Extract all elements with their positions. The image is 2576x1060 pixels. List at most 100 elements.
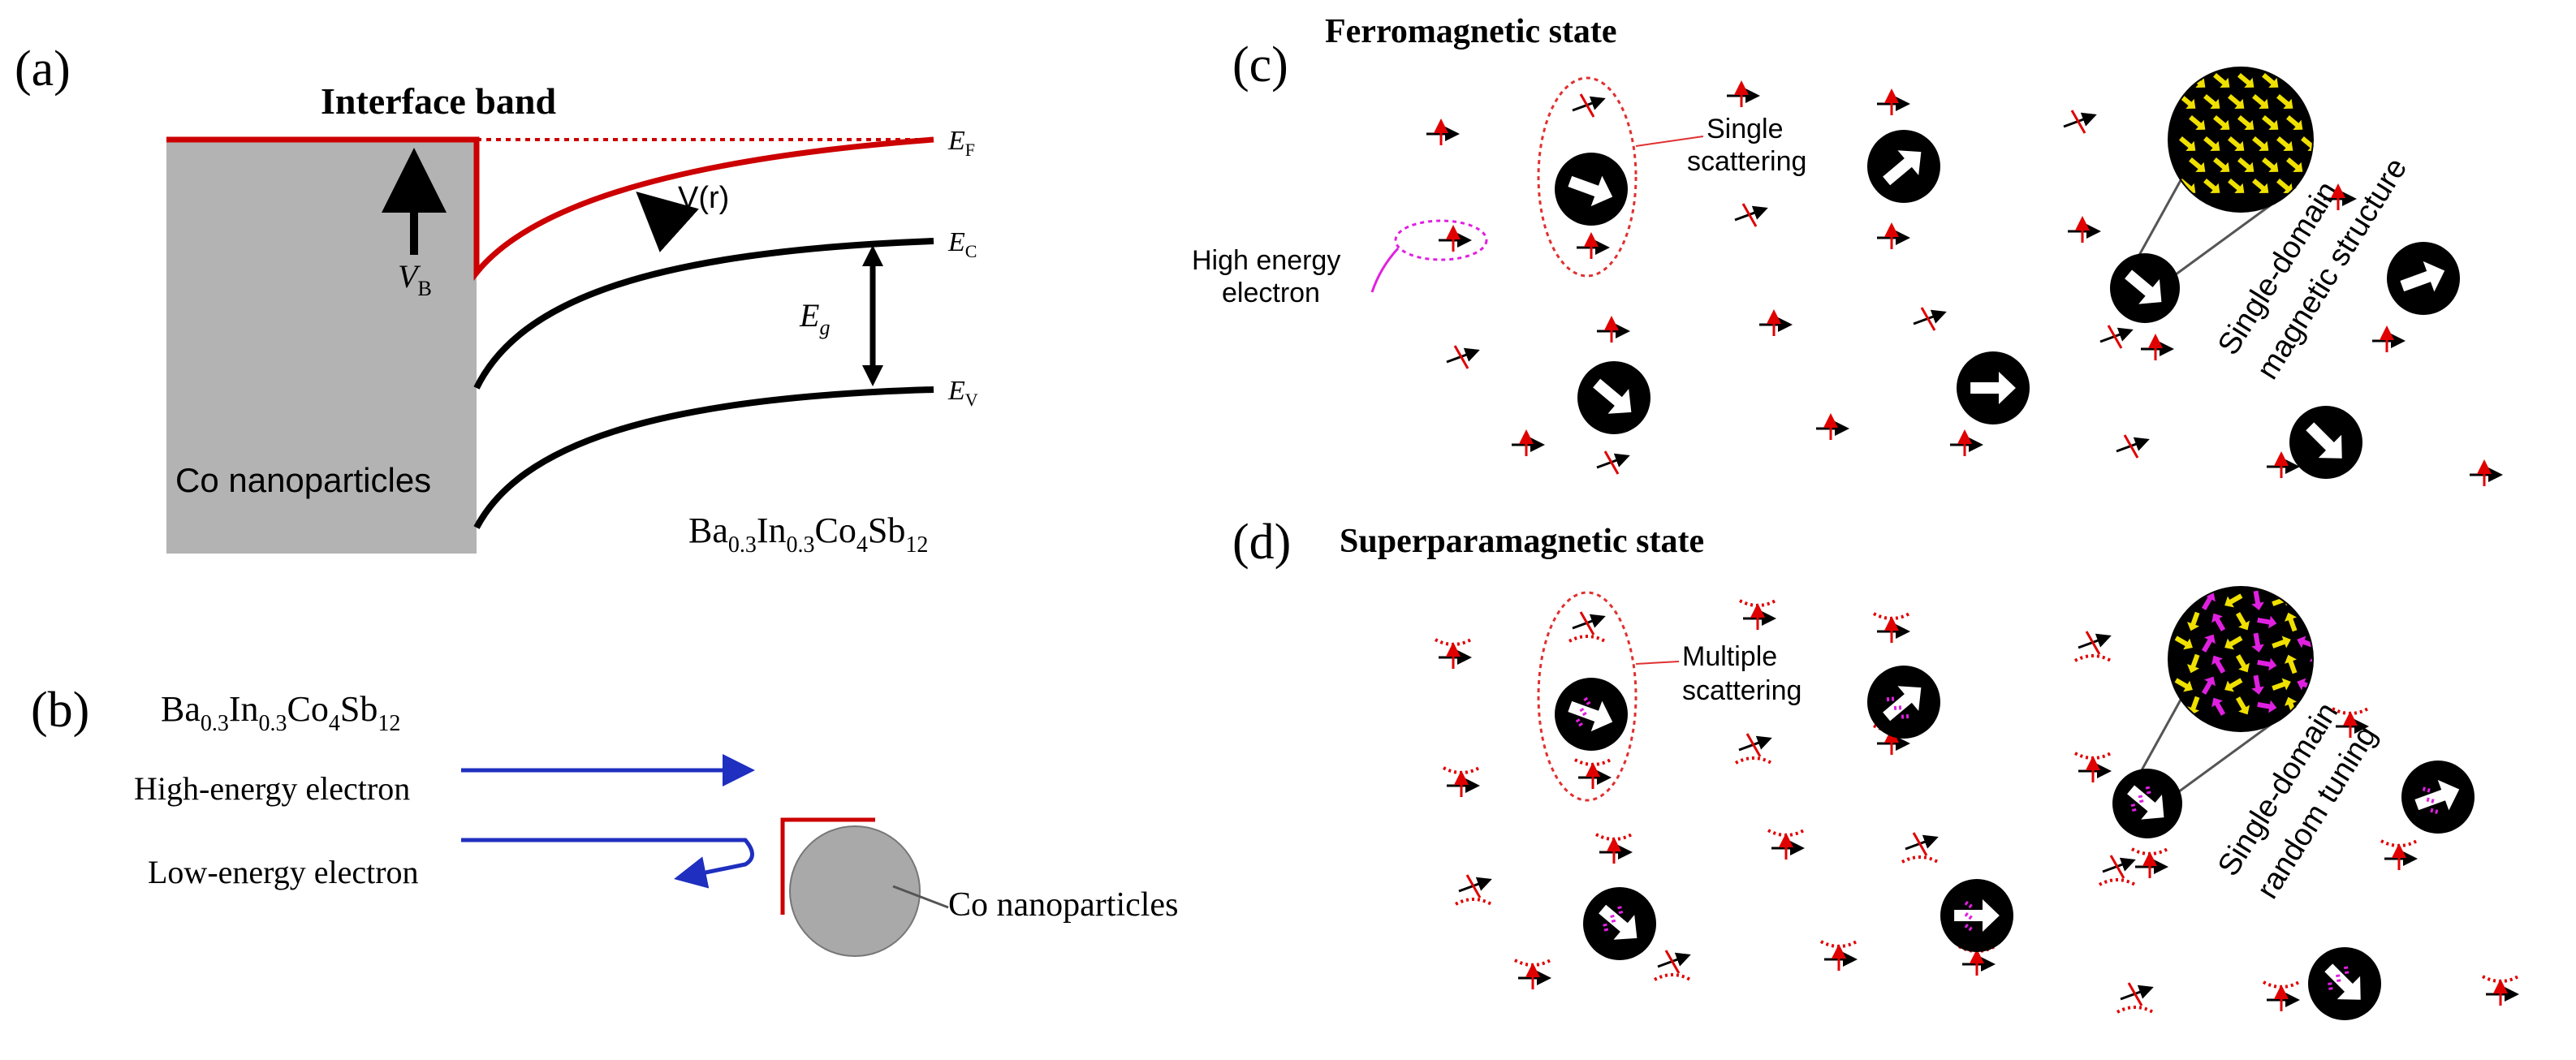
- zoom-circle: [2168, 67, 2314, 213]
- electron-d-9: [2074, 752, 2112, 782]
- single-scatter-label-1: Single: [1707, 114, 1784, 144]
- nanoparticle-d-5: [2112, 769, 2182, 838]
- superparamagnetic-title: Superparamagnetic state: [1340, 523, 1704, 560]
- electron-d-17: [2131, 847, 2168, 878]
- panel-b-label: (b): [31, 683, 89, 738]
- electron-c-20: [1816, 413, 1849, 440]
- interface-band-curve: [166, 136, 934, 281]
- electron-d-10: [2099, 855, 2136, 886]
- electron-c-3: [1877, 88, 1910, 115]
- electron-c-22: [2116, 434, 2150, 459]
- electron-c-11: [2324, 183, 2357, 210]
- electron-d-7: [1735, 733, 1772, 765]
- multiple-scatter-ellipse: [1537, 591, 1638, 802]
- nanoparticle-c-3: [1577, 361, 1650, 434]
- interface-band-title: Interface band: [321, 80, 556, 122]
- ev-label: EV: [947, 376, 978, 410]
- multiple-scatter-label-2: scattering: [1682, 675, 1801, 706]
- panel-a: (a) Interface band Co nanoparticles VB V…: [15, 41, 978, 558]
- spin-layer: [1426, 80, 2519, 1020]
- zoom-spins: [2179, 72, 2312, 194]
- eg-arrow-head-down: [862, 365, 883, 386]
- electron-d-11: [2332, 707, 2369, 738]
- electron-d-1: [1568, 611, 1606, 643]
- electron-d-4: [2074, 631, 2112, 662]
- electron-d-13: [1455, 874, 1492, 906]
- electron-c-12: [2372, 325, 2406, 352]
- barrier-line: [780, 817, 875, 915]
- electron-c-13: [1446, 345, 1480, 369]
- electron-c-15: [1759, 309, 1793, 336]
- nanoparticle-c-5: [2110, 253, 2180, 323]
- high-energy-ellipse: [1394, 219, 1488, 261]
- panel-a-label: (a): [15, 41, 71, 97]
- electron-d-19: [1654, 950, 1691, 981]
- electron-c-16: [1913, 307, 1947, 331]
- electron-c-9: [2068, 216, 2101, 243]
- electron-c-19: [1596, 450, 1630, 475]
- electron-c-4: [2063, 110, 2097, 134]
- electron-d-6: [1574, 758, 1612, 789]
- nanoparticle-d-7: [2308, 947, 2381, 1020]
- electron-c-14: [1597, 316, 1630, 343]
- formula-a: Ba0.3In0.3Co4Sb12: [688, 511, 928, 558]
- panel-c-label: (c): [1232, 37, 1288, 93]
- conduction-band: [473, 238, 934, 390]
- electron-d-5: [1443, 766, 1480, 797]
- high-energy-label-1: High energy: [1192, 245, 1340, 276]
- electron-d-14: [1595, 833, 1633, 864]
- single-scatter-pointer: [1635, 136, 1704, 147]
- panel-d: (d) Superparamagnetic state Multiple sca…: [1232, 515, 2384, 905]
- ef-label: EF: [947, 126, 975, 160]
- high-energy-label: High-energy electron: [134, 770, 410, 807]
- ec-label: EC: [947, 227, 977, 261]
- electron-d-16: [1901, 832, 1939, 864]
- electron-c-5: [1439, 225, 1472, 252]
- high-energy-pointer: [1370, 247, 1400, 293]
- electron-d-24: [2482, 975, 2519, 1006]
- nanoparticle-d-4: [1940, 879, 2013, 952]
- electron-c-23: [2267, 451, 2300, 478]
- eg-arrow-head-up: [862, 245, 883, 266]
- formula-b: Ba0.3In0.3Co4Sb12: [161, 689, 400, 736]
- co-particle-label: Co nanoparticles: [948, 886, 1178, 924]
- valence-band: [473, 386, 934, 529]
- electron-d-15: [1767, 829, 1805, 860]
- co-block-label: Co nanoparticles: [175, 461, 431, 499]
- electron-c-1: [1572, 93, 1606, 118]
- vr-arrow: [636, 191, 699, 252]
- electron-c-17: [2141, 334, 2174, 360]
- electron-d-20: [1820, 940, 1858, 971]
- electron-d-23: [2263, 980, 2300, 1011]
- electron-c-0: [1426, 118, 1460, 145]
- panel-d-label: (d): [1232, 515, 1291, 570]
- electron-c-24: [2470, 459, 2503, 486]
- nanoparticle-c-1: [1555, 153, 1628, 226]
- electron-c-18: [1512, 429, 1545, 456]
- low-energy-label: Low-energy electron: [148, 854, 419, 890]
- eg-label: Eg: [799, 297, 830, 339]
- electron-c-6: [1577, 232, 1610, 259]
- co-nanoparticle-circle: [789, 825, 921, 957]
- nanoparticle-c-7: [2289, 406, 2362, 479]
- electron-c-10: [2099, 325, 2134, 349]
- vb-label: VB: [398, 258, 432, 300]
- high-energy-label-2: electron: [1222, 278, 1320, 308]
- electron-d-12: [2380, 839, 2418, 870]
- nanoparticle-d-6: [2401, 761, 2475, 834]
- single-scatter-ellipse: [1537, 76, 1638, 278]
- particle-pointer: [892, 885, 949, 909]
- multiple-scatter-label-1: Multiple: [1682, 641, 1777, 672]
- electron-d-2: [1739, 599, 1776, 630]
- nanoparticle-c-4: [1957, 351, 2030, 424]
- nanoparticle-d-1: [1555, 678, 1628, 751]
- electron-c-2: [1727, 80, 1760, 107]
- electron-c-21: [1950, 429, 1983, 456]
- nanoparticle-d-2: [1867, 666, 1940, 739]
- nanoparticle-d-3: [1583, 887, 1656, 960]
- electron-d-18: [1514, 959, 1551, 989]
- vr-label: V(r): [678, 181, 729, 215]
- electron-c-8: [1877, 222, 1910, 249]
